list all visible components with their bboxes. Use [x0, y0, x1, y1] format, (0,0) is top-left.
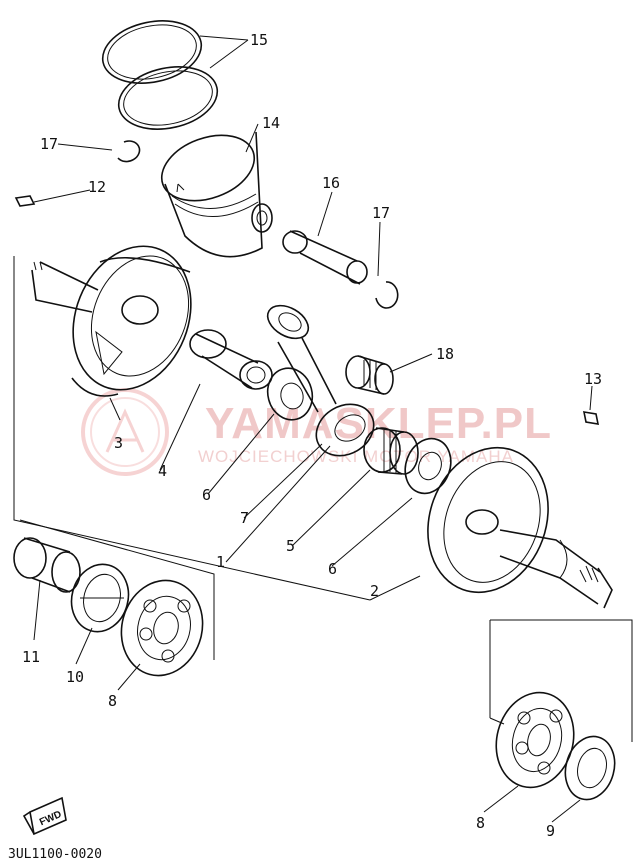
- oil-seal: [70, 563, 130, 633]
- callout-7: 7: [240, 509, 249, 527]
- woodruff-key-13: [582, 411, 600, 425]
- big-end-bearing: [363, 427, 419, 475]
- fwd-label: FWD: [38, 809, 63, 828]
- crank-pin: [189, 329, 273, 390]
- small-end-bearing: [345, 355, 394, 395]
- leader-lines: [13, 35, 633, 823]
- watermark: YAMASKLEP.PL WOJCIECHOWSKI MOTOR YAMAHA: [81, 388, 552, 476]
- crank-wheel-left: [31, 245, 192, 397]
- callout-16: 16: [322, 174, 340, 192]
- connecting-rod: [266, 304, 375, 457]
- woodruff-key-12: [14, 195, 36, 207]
- watermark-title: YAMASKLEP.PL: [205, 399, 552, 448]
- crank-wheel-right: [427, 446, 613, 609]
- callout-5: 5: [286, 537, 295, 555]
- main-bearing-right: [495, 691, 575, 789]
- callout-1: 1: [216, 553, 225, 571]
- callout-8-right: 8: [476, 814, 485, 832]
- washer-left: [266, 367, 314, 421]
- piston-rings: [101, 20, 219, 130]
- oil-seal-9: [564, 735, 616, 801]
- circlip-left: [117, 140, 141, 163]
- forward-arrow-icon: FWD: [22, 796, 67, 836]
- callout-14: 14: [262, 114, 280, 132]
- callout-17-left: 17: [40, 135, 58, 153]
- callout-9: 9: [546, 822, 555, 840]
- diagram-code: 3UL1100-0020: [8, 847, 102, 862]
- piston: [160, 131, 273, 258]
- callout-18: 18: [436, 345, 454, 363]
- main-bearing-left: [120, 579, 204, 677]
- callout-10: 10: [66, 668, 84, 686]
- callout-11: 11: [22, 648, 40, 666]
- callout-8-left: 8: [108, 692, 117, 710]
- callouts: 15 14 17 12 16 17 18 13 3 4 6 7 1 5 6 2 …: [22, 31, 602, 840]
- watermark-subtitle: WOJCIECHOWSKI MOTOR YAMAHA: [198, 447, 514, 466]
- callout-13: 13: [584, 370, 602, 388]
- callout-6-right: 6: [328, 560, 337, 578]
- sleeve: [13, 537, 81, 593]
- callout-3: 3: [114, 434, 123, 452]
- callout-2: 2: [370, 582, 379, 600]
- callout-12: 12: [88, 178, 106, 196]
- circlip-right: [375, 281, 399, 309]
- callout-17-right: 17: [372, 204, 390, 222]
- callout-6-left: 6: [202, 486, 211, 504]
- piston-pin: [282, 230, 368, 285]
- callout-15: 15: [250, 31, 268, 49]
- callout-4: 4: [158, 462, 167, 480]
- yamaha-logo-icon: [81, 388, 169, 476]
